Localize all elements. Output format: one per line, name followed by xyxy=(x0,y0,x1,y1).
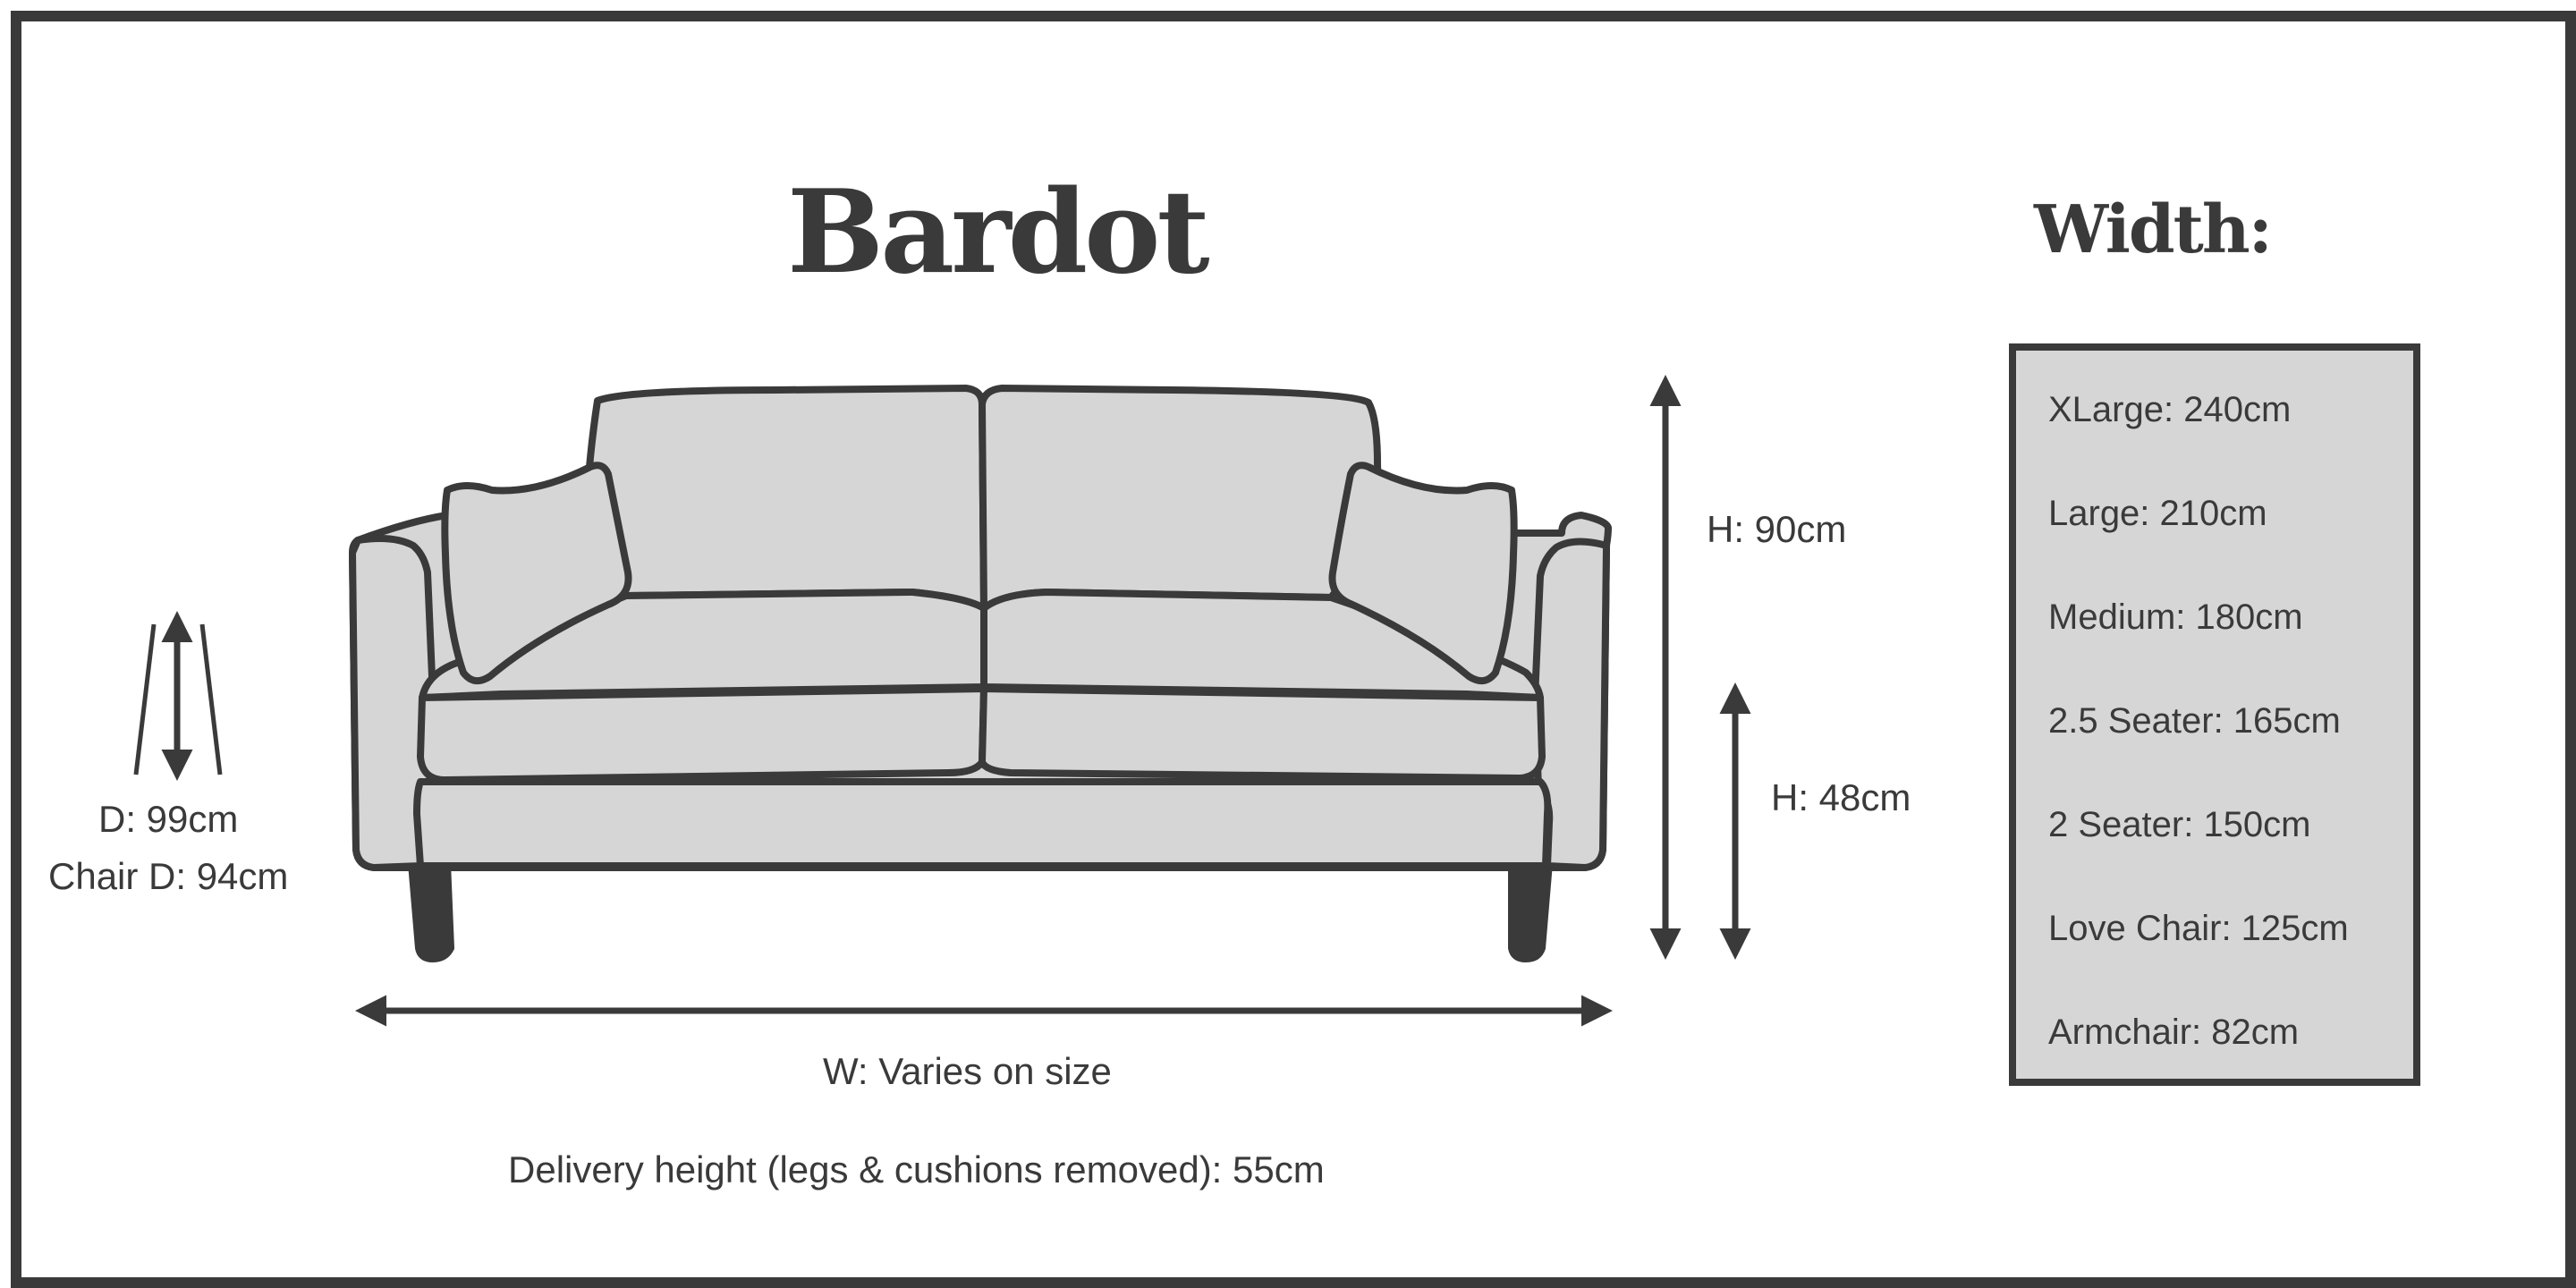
back-cushion-left xyxy=(583,385,987,612)
back-cushion-right xyxy=(979,385,1383,612)
size-item-armchair: Armchair: 82cm xyxy=(2048,1013,2300,1052)
depth-guide-left xyxy=(133,623,157,775)
size-item-love-chair: Love Chair: 125cm xyxy=(2048,909,2349,948)
scatter-cushion-left xyxy=(441,462,632,685)
delivery-height-label: Delivery height (legs & cushions removed… xyxy=(508,1148,1325,1191)
size-item-xlarge: XLarge: 240cm xyxy=(2048,390,2292,429)
size-item-2-seater: 2 Seater: 150cm xyxy=(2048,805,2311,844)
diagram-frame xyxy=(11,11,2576,1288)
seat-height-label: H: 48cm xyxy=(1771,776,1911,818)
chair-depth-label: Chair D: 94cm xyxy=(48,855,289,897)
product-title: Bardot xyxy=(787,165,1210,300)
left-leg xyxy=(408,860,454,962)
scatter-cushion-right xyxy=(1328,462,1518,685)
height-label: H: 90cm xyxy=(1707,508,1847,550)
sofa-base xyxy=(413,778,1552,869)
depth-guide-right xyxy=(199,623,223,775)
right-leg xyxy=(1508,860,1553,962)
seat-right-front xyxy=(979,685,1546,782)
size-item-large: Large: 210cm xyxy=(2048,494,2267,533)
width-heading: Width: xyxy=(2034,191,2273,268)
size-item-medium: Medium: 180cm xyxy=(2048,597,2303,637)
seat-left-front xyxy=(417,685,987,784)
size-item-2-5-seater: 2.5 Seater: 165cm xyxy=(2048,701,2341,741)
width-label: W: Varies on size xyxy=(823,1050,1112,1092)
width-size-list: XLarge: 240cm Large: 210cm Medium: 180cm… xyxy=(2009,343,2420,1086)
depth-label: D: 99cm xyxy=(98,798,239,840)
